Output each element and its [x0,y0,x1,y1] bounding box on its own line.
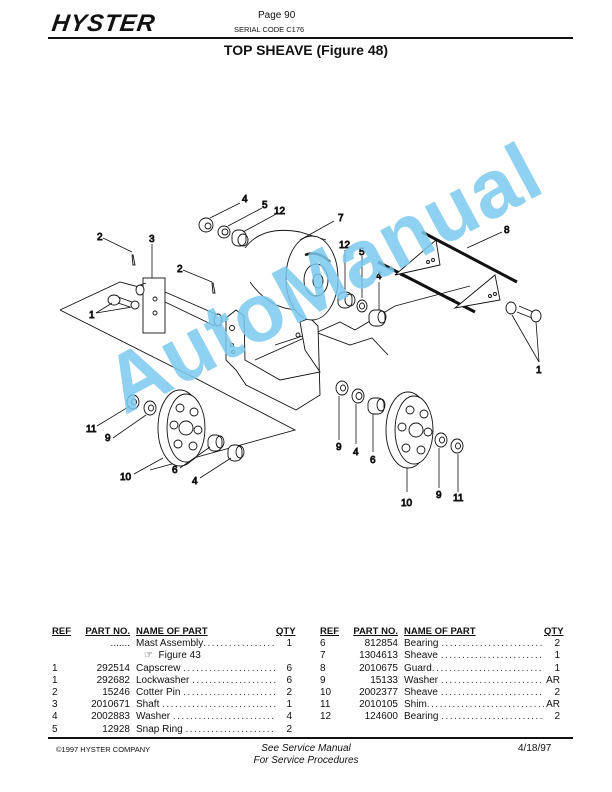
capscrew-left [107,294,140,310]
callout-1: 1 [89,310,95,321]
callout-6: 6 [172,465,178,476]
callout-numbers: 4 5 12 7 2 3 2 1 12 5 4 8 1 11 9 10 6 4 … [86,194,543,510]
table-row: 10 2002377 Sheave ......................… [320,686,560,698]
table-row: 8 2010675 Guard.........................… [320,662,560,674]
callout-9: 9 [105,433,111,444]
cotter-pins [131,254,216,294]
copyright: ©1997 HYSTER COMPANY [56,745,151,754]
callout-9: 9 [436,490,442,501]
serial-code: SERIAL CODE C176 [234,25,305,34]
figure-reference: Figure 43 [158,650,201,662]
callout-1: 1 [536,365,542,376]
callout-4: 4 [242,194,248,205]
table-row: 1 292682 Lockwasher ....................… [52,674,292,686]
callout-9: 9 [336,442,342,453]
callout-2: 2 [177,264,183,275]
footer-rule [48,737,573,739]
service-note: See Service Manual For Service Procedure… [253,743,359,766]
header-rule [48,37,573,39]
brand-logo: HYSTER [50,10,158,37]
callout-12: 12 [274,206,286,217]
capscrew-right [505,301,542,323]
parts-table-left: REF PART NO. NAME OF PART QTY ....... Ma… [52,626,296,736]
callout-2: 2 [97,232,103,243]
callout-4: 4 [376,271,382,282]
table-row: 1 292514 Capscrew ......................… [52,662,292,674]
callout-5: 5 [359,247,365,258]
parts-table-header: REF PART NO. NAME OF PART QTY [52,626,296,637]
top-right-bearings [337,291,387,327]
top-left-bearings [198,217,249,247]
table-row: 4 2002883 Washer .......................… [52,711,292,723]
callout-8: 8 [504,225,510,236]
table-row: ☞ Figure 43 [52,650,292,662]
shaft-assembly [135,277,223,334]
callout-6: 6 [370,455,376,466]
table-row: 6 812854 Bearing .......................… [320,638,560,650]
table-row: 3 2010671 Shaft ........................… [52,699,292,711]
table-row: 11 2010105 Shim.........................… [320,699,560,711]
lower-left-sheave [126,389,245,467]
callout-12: 12 [339,240,351,251]
exploded-diagram: 4 5 12 7 2 3 2 1 12 5 4 8 1 11 9 10 6 4 … [0,60,612,620]
callout-5: 5 [262,200,268,211]
callout-3: 3 [149,234,155,245]
callout-4: 4 [353,447,359,458]
callout-7: 7 [338,213,344,224]
parts-table-right: REF PART NO. NAME OF PART QTY 6 812854 B… [320,626,564,724]
table-row: 9 15133 Washer .........................… [320,674,560,686]
page-title: TOP SHEAVE (Figure 48) [223,42,389,58]
lower-right-sheave [335,380,464,469]
table-row: 12 124600 Bearing ......................… [320,711,560,723]
table-row: 7 1304613 Sheave .......................… [320,650,560,662]
callout-4: 4 [192,476,198,487]
leader-lines [95,202,540,492]
callout-10: 10 [401,498,413,509]
revision-date: 4/18/97 [518,743,552,754]
table-row: 2 15246 Cotter Pin .....................… [52,686,292,698]
guard [377,230,518,314]
table-row: ....... Mast Assembly...................… [110,638,292,650]
page-number: Page 90 [258,10,296,21]
parts-table-header: REF PART NO. NAME OF PART QTY [320,626,564,637]
callout-11: 11 [453,493,464,504]
top-sheave [244,229,339,321]
pointing-hand-icon: ☞ [144,650,153,662]
table-row: 5 12928 Snap Ring ......................… [52,723,292,735]
frame-bracket [225,309,321,411]
callout-10: 10 [120,472,132,483]
callout-11: 11 [86,424,97,435]
